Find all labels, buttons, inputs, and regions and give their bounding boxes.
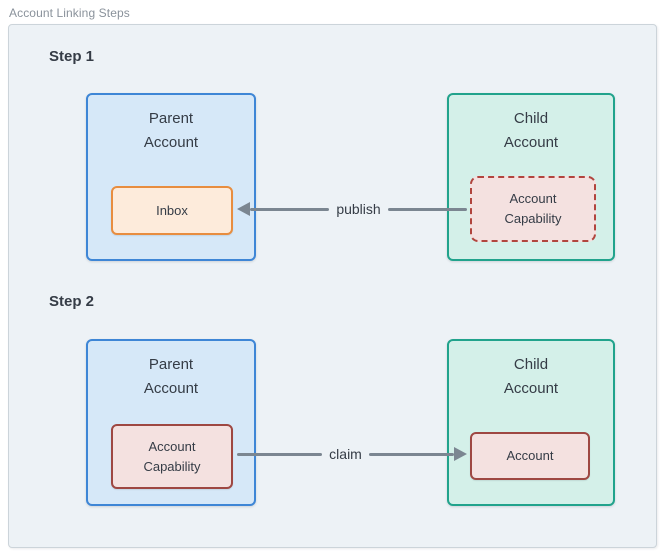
arrowhead-left-icon — [237, 202, 250, 216]
step1-child-account-title: Child Account — [503, 110, 559, 151]
step-1-heading: Step 1 — [49, 48, 95, 65]
step2-parent-account-title: Parent Account — [143, 356, 199, 397]
step2-child-account-title: Child Account — [503, 356, 559, 397]
arrow-line — [237, 452, 323, 456]
arrow-line — [387, 207, 467, 211]
step1-inbox-box: Inbox — [111, 186, 233, 235]
step1-child-account-box: Child Account Account Capability — [447, 93, 615, 261]
step2-account-capability-box: Account Capability — [111, 424, 233, 489]
step2-arrow-label: claim — [329, 446, 362, 462]
step2-parent-account-box: Parent Account Account Capability — [86, 339, 256, 506]
diagram-panel: Step 1 Parent Account Inbox Child Accoun… — [8, 24, 657, 548]
step2-account-box: Account — [470, 432, 590, 480]
step1-parent-account-title: Parent Account — [143, 110, 199, 151]
arrow-line — [250, 207, 330, 211]
step-2-heading: Step 2 — [49, 293, 95, 310]
arrowhead-right-icon — [454, 447, 468, 461]
step1-account-capability-box: Account Capability — [470, 176, 596, 242]
step1-arrow-label: publish — [336, 201, 381, 217]
step1-publish-arrow: publish — [237, 199, 467, 219]
step2-child-account-box: Child Account Account — [447, 339, 615, 506]
arrow-line — [368, 452, 455, 456]
step2-claim-arrow: claim — [237, 444, 468, 464]
step1-parent-account-box: Parent Account Inbox — [86, 93, 256, 261]
diagram-title: Account Linking Steps — [9, 6, 130, 20]
